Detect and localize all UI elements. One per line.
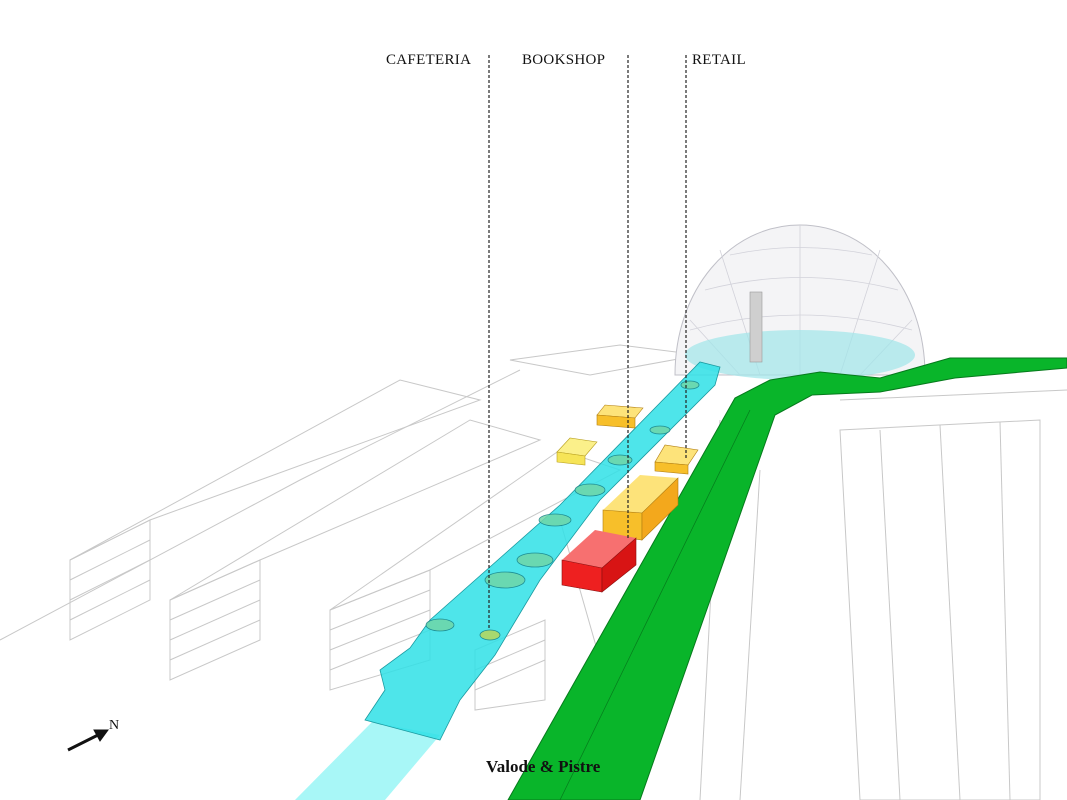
promenade-light xyxy=(295,722,440,800)
cafeteria-block xyxy=(556,437,598,466)
bookshop-block xyxy=(561,530,637,593)
building-outlines xyxy=(0,344,1067,800)
credit-text: Valode & Pistre xyxy=(486,757,601,776)
retail-label: RETAIL xyxy=(692,52,746,68)
promenade-voids xyxy=(425,380,700,641)
leader-lines xyxy=(488,55,687,630)
promenade xyxy=(364,361,721,741)
cafeteria-label: CAFETERIA xyxy=(386,52,472,68)
geodesic-dome xyxy=(674,224,926,380)
bookshop-label: BOOKSHOP xyxy=(522,52,606,68)
retail-block-large xyxy=(602,475,679,541)
retail-block-small xyxy=(596,404,699,475)
green-path xyxy=(507,357,1067,800)
north-arrow-icon xyxy=(67,729,109,752)
north-label: N xyxy=(109,718,120,733)
